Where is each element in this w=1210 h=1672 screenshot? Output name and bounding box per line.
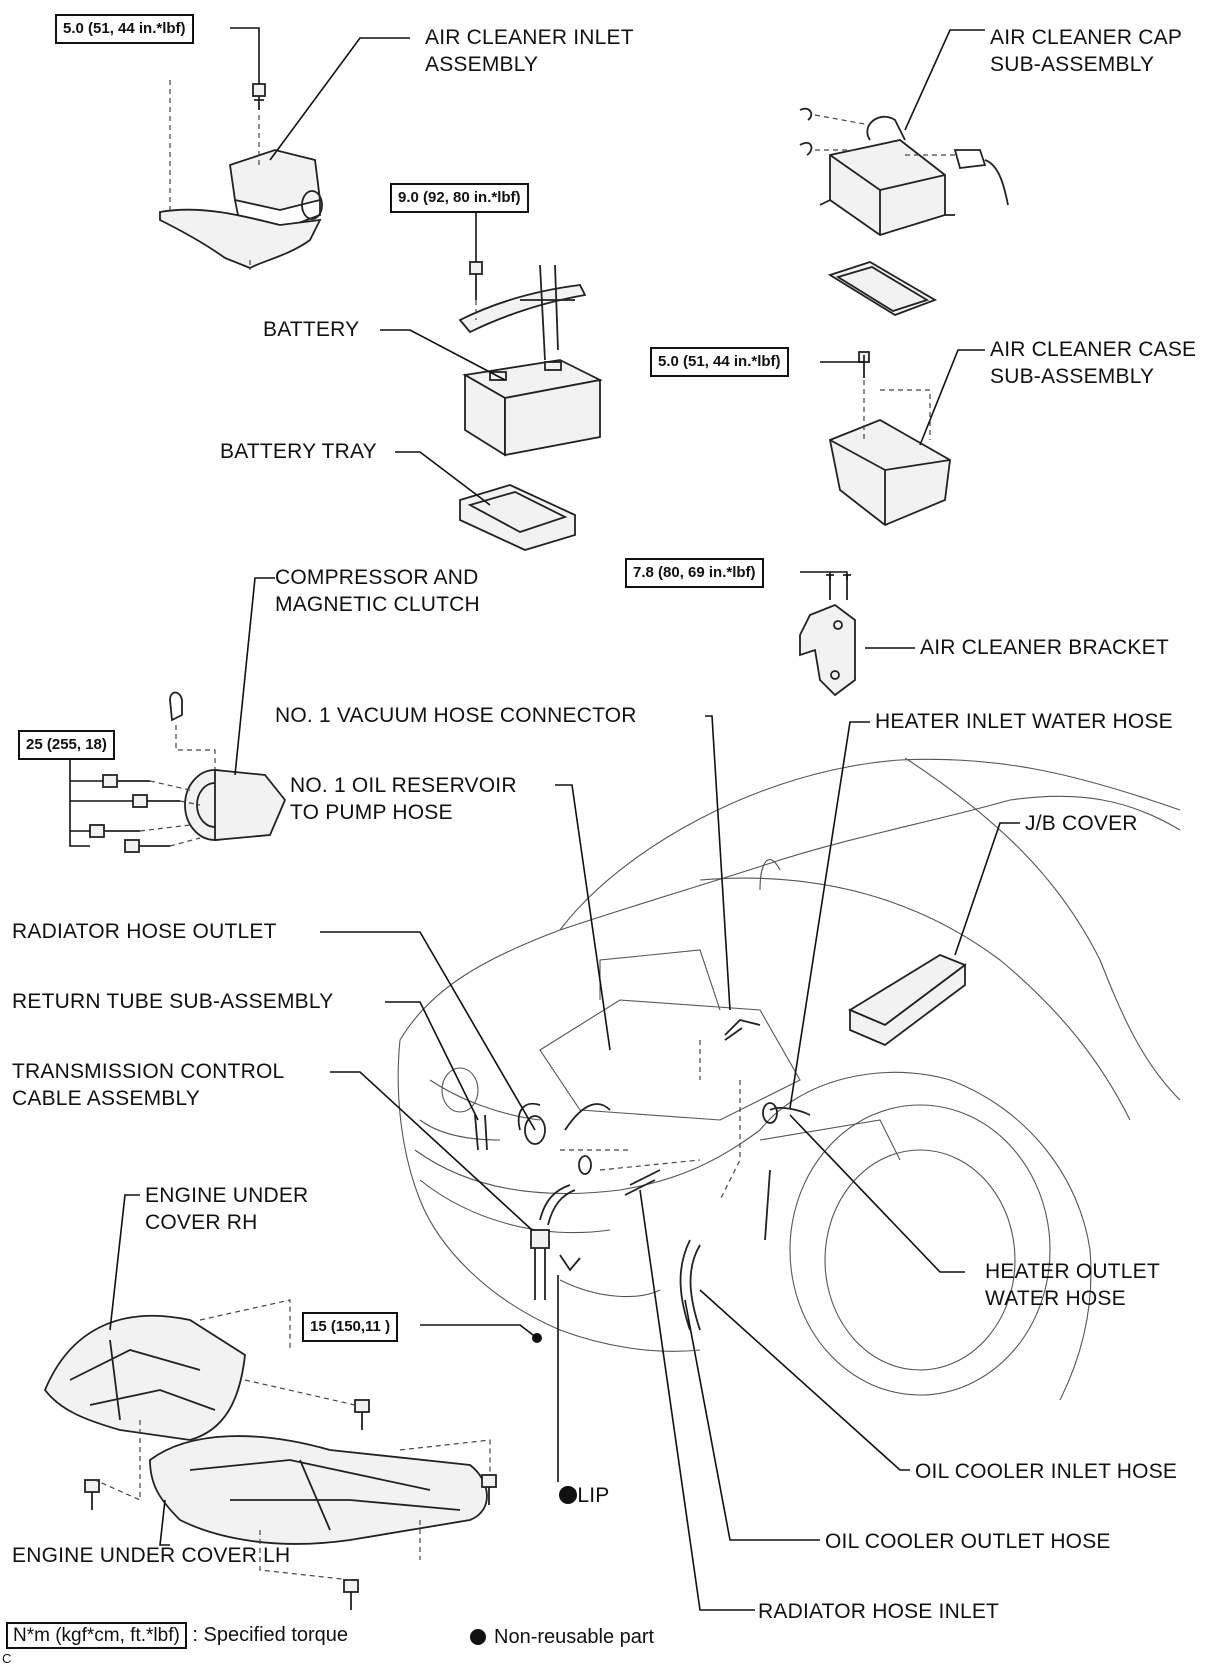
engine-under-cover-rh-part <box>43 1299 370 1510</box>
jb-cover-part <box>848 953 967 1047</box>
legend-nonreusable-text: Non-reusable part <box>494 1626 655 1648</box>
air-cleaner-bracket-part <box>799 574 856 697</box>
legend-torque-units: N*m (kgf*cm, ft.*lbf) <box>6 1622 187 1649</box>
compressor-part <box>89 691 287 853</box>
battery-clamp-part <box>458 261 587 361</box>
torque-box-case-bolt: 5.0 (51, 44 in.*lbf) <box>650 347 789 377</box>
torque-box-battery-clamp: 9.0 (92, 80 in.*lbf) <box>390 183 529 213</box>
label-air-cleaner-bracket: AIR CLEANER BRACKET <box>920 636 1169 659</box>
label-oil-cooler-inlet-hose: OIL COOLER INLET HOSE <box>915 1460 1178 1483</box>
car-body-outline <box>397 757 1181 1401</box>
torque-box-inlet-bolt: 5.0 (51, 44 in.*lbf) <box>55 14 194 44</box>
air-cleaner-inlet-part <box>159 80 323 270</box>
air-filter-element-part <box>827 261 938 316</box>
air-cleaner-case-part <box>828 351 951 527</box>
label-heater-outlet-water-hose: HEATER OUTLET WATER HOSE <box>985 1260 1160 1310</box>
torque-box-bracket-bolt: 7.8 (80, 69 in.*lbf) <box>625 558 764 588</box>
legend-non-reusable: Non-reusable part <box>470 1624 654 1650</box>
label-oil-cooler-outlet-hose: OIL COOLER OUTLET HOSE <box>825 1530 1111 1553</box>
legend-specified-torque: N*m (kgf*cm, ft.*lbf) : Specified torque <box>6 1622 348 1649</box>
non-reusable-dot-icon <box>470 1629 486 1645</box>
label-radiator-hose-inlet: RADIATOR HOSE INLET <box>758 1600 1000 1623</box>
battery-part <box>462 359 603 457</box>
label-return-tube: RETURN TUBE SUB-ASSEMBLY <box>12 990 334 1013</box>
legend-torque-text: : Specified torque <box>192 1624 349 1646</box>
label-air-cleaner-case: AIR CLEANER CASE SUB-ASSEMBLY <box>990 338 1197 388</box>
torque-box-transmission-nut: 15 (150,11 ) <box>302 1312 399 1342</box>
label-vacuum-hose-connector: NO. 1 VACUUM HOSE CONNECTOR <box>275 704 637 727</box>
label-transmission-control-cable: TRANSMISSION CONTROL CABLE ASSEMBLY <box>12 1060 285 1110</box>
battery-tray-part <box>459 484 576 551</box>
engine-under-cover-lh-part <box>149 1435 497 1610</box>
label-radiator-hose-outlet: RADIATOR HOSE OUTLET <box>12 920 277 943</box>
label-air-cleaner-cap: AIR CLEANER CAP SUB-ASSEMBLY <box>990 26 1183 76</box>
label-oil-reservoir-hose: NO. 1 OIL RESERVOIR TO PUMP HOSE <box>290 774 517 824</box>
label-air-cleaner-inlet-assembly: AIR CLEANER INLET ASSEMBLY <box>425 26 634 76</box>
label-battery: BATTERY <box>263 318 360 341</box>
leader-lines <box>69 27 1020 1611</box>
label-engine-under-cover-lh: ENGINE UNDER COVER LH <box>12 1544 291 1567</box>
label-heater-inlet-water-hose: HEATER INLET WATER HOSE <box>875 710 1173 733</box>
torque-box-compressor-bolt: 25 (255, 18) <box>18 730 115 760</box>
label-engine-under-cover-rh: ENGINE UNDER COVER RH <box>145 1184 309 1234</box>
label-compressor: COMPRESSOR AND MAGNETIC CLUTCH <box>275 566 480 616</box>
figure-code: C <box>2 1651 12 1666</box>
engine-bay-hoses <box>474 1019 811 1504</box>
air-cleaner-cap-part <box>799 107 1009 236</box>
label-jb-cover: J/B COVER <box>1025 812 1138 835</box>
label-clip: CLIP <box>562 1484 610 1507</box>
label-battery-tray: BATTERY TRAY <box>220 440 377 463</box>
